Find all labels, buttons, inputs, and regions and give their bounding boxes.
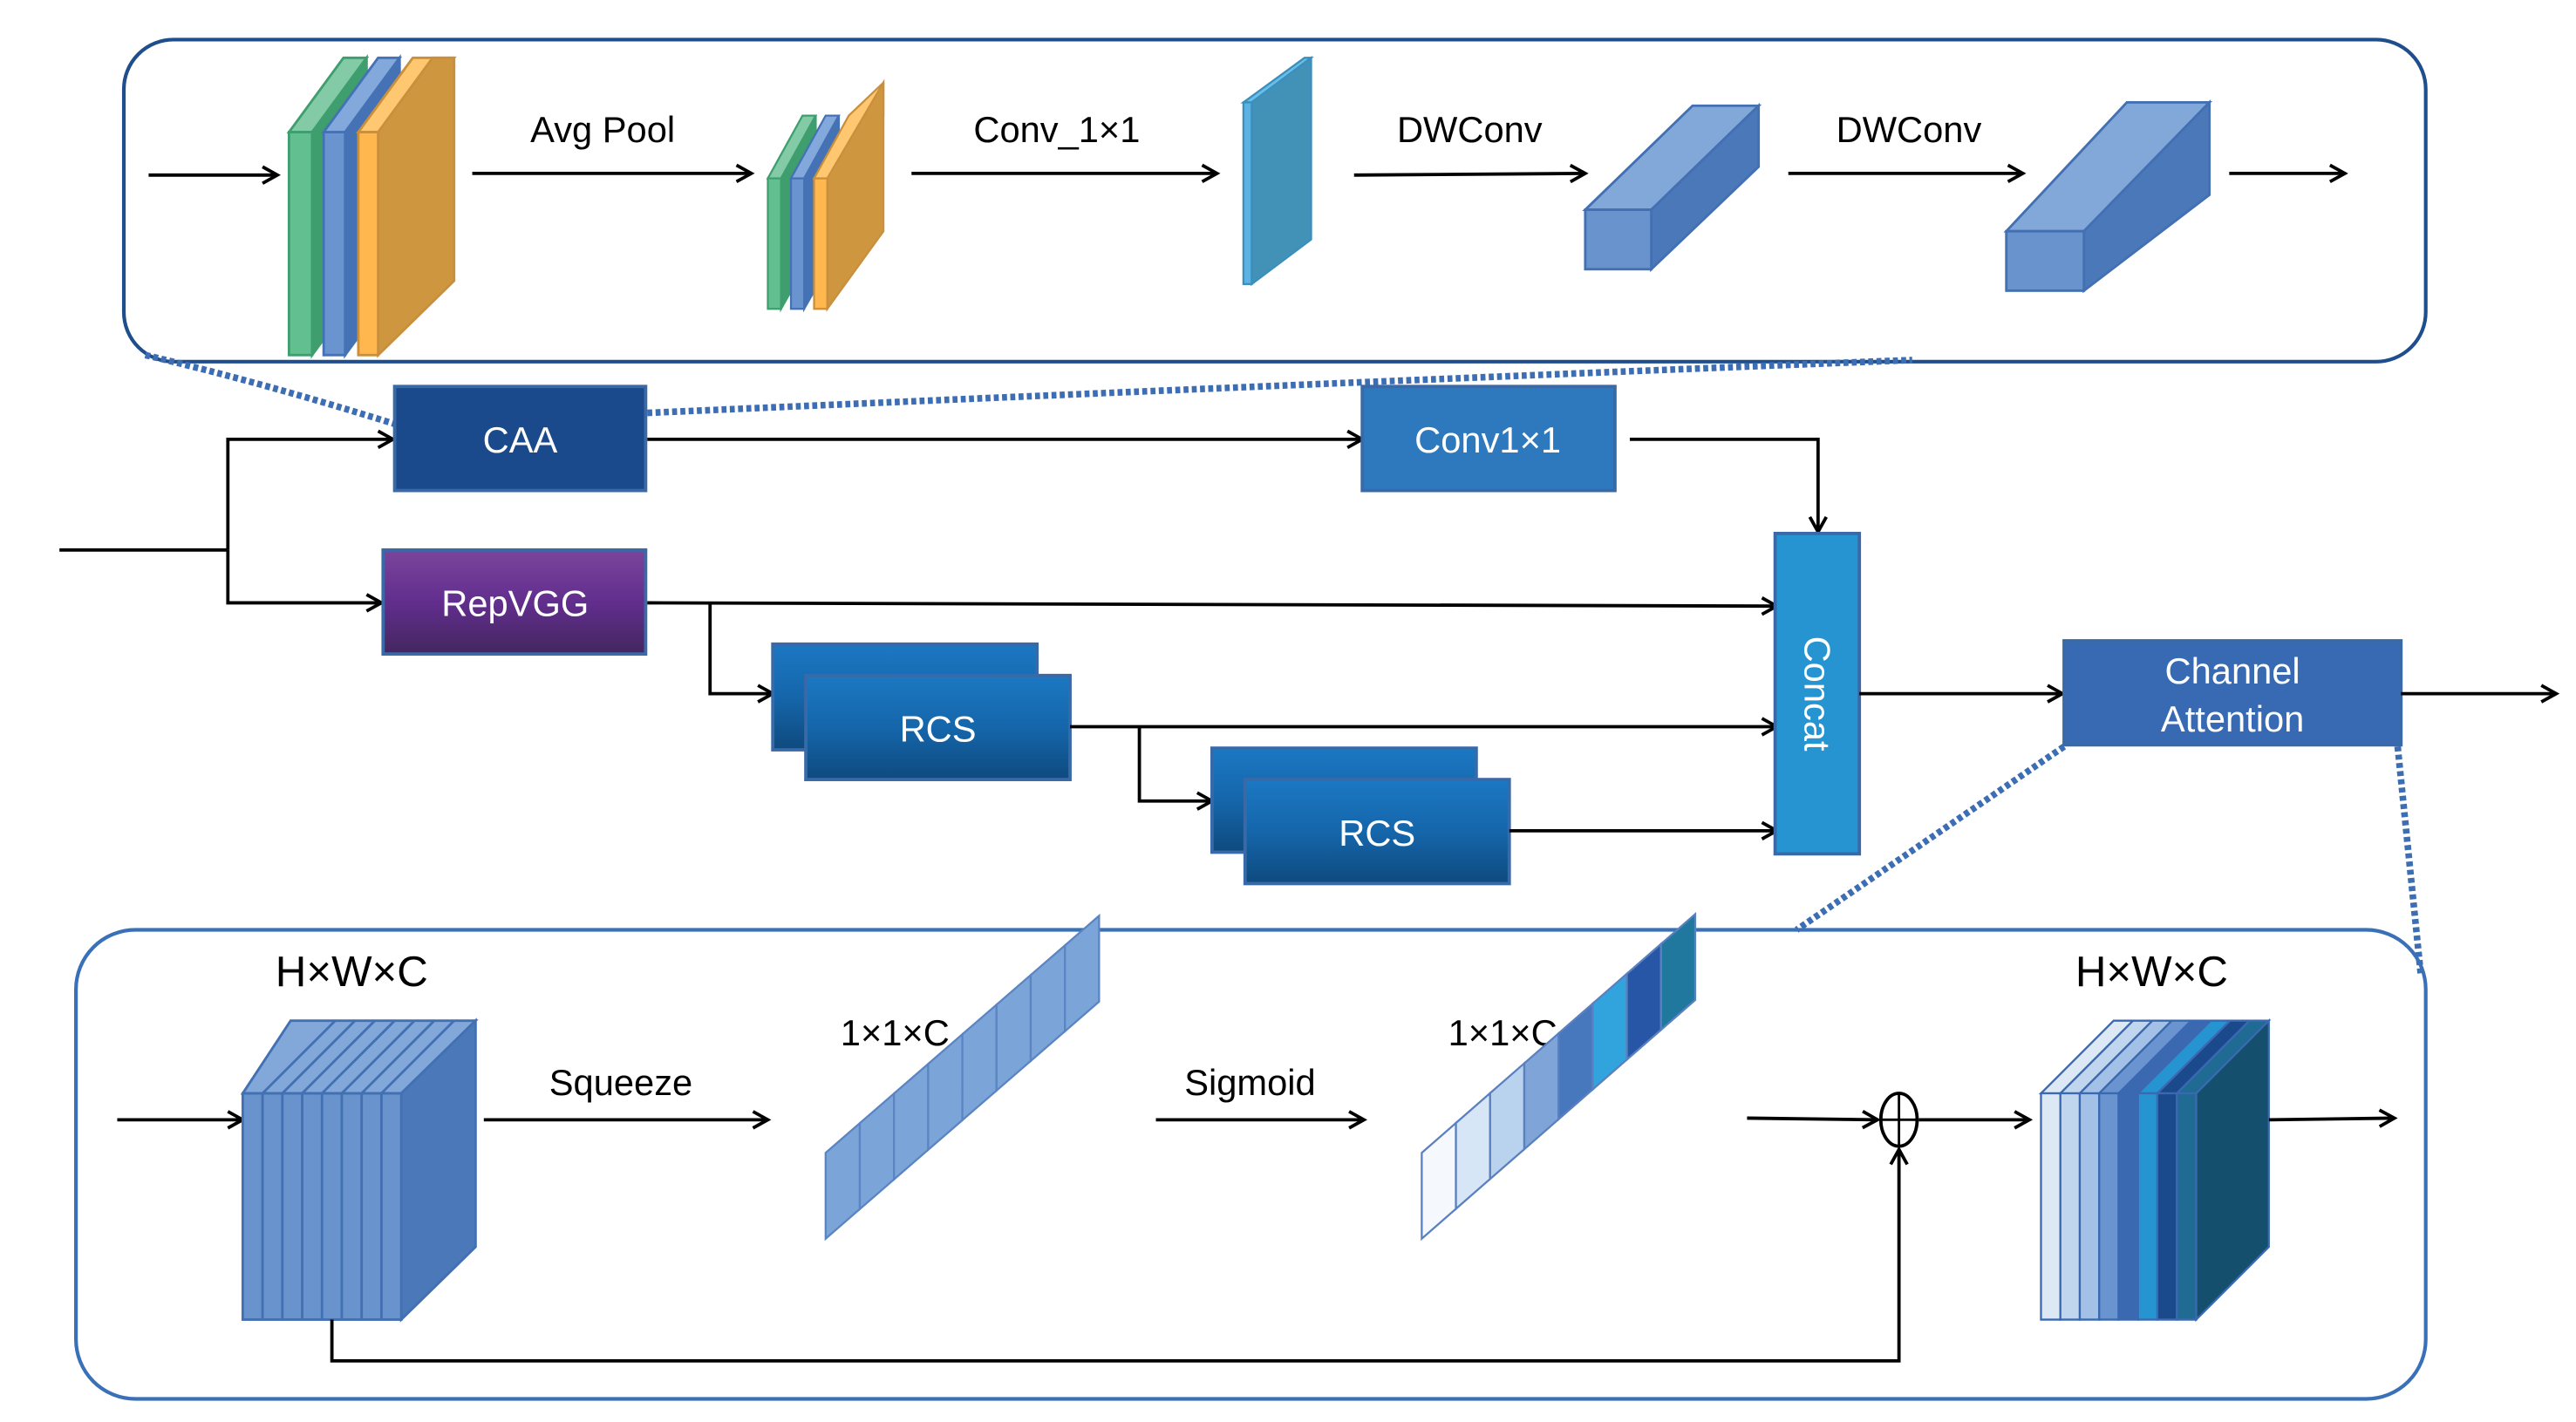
concat-block[interactable]: Concat xyxy=(1773,531,1862,856)
attention-output-arrow xyxy=(2268,1118,2395,1119)
caa-detail-panel: Avg Pool Conv_1×1 DWConv xyxy=(121,37,2428,364)
channel-cell xyxy=(858,1091,896,1212)
rcs1-to-rcs2-arrow xyxy=(1137,726,1212,800)
input-shape-label: H×W×C xyxy=(276,948,428,996)
attention-panel-border xyxy=(74,928,2428,1401)
dwconv-output-2-icon xyxy=(2003,99,2212,294)
squeezed-shape-label: 1×1×C xyxy=(841,1012,950,1053)
channel-weight-cell xyxy=(1489,1061,1526,1181)
channel-cell xyxy=(824,1120,862,1242)
elementwise-operator-icon xyxy=(1878,1092,1919,1148)
dwconv-1-label: DWConv xyxy=(1397,109,1543,150)
output-cube-channel-slice xyxy=(2078,1092,2101,1321)
repvgg-to-rcs1-arrow xyxy=(708,602,773,693)
output-cube-channel-slice xyxy=(2176,1092,2198,1321)
channel-cell xyxy=(961,1002,998,1123)
repvgg-block[interactable]: RepVGG xyxy=(381,548,648,657)
output-cube-channel-slice xyxy=(2156,1092,2178,1321)
channel-weight-cell xyxy=(1455,1091,1491,1212)
squeezed-vector-icon xyxy=(824,913,1101,1242)
channel-weight-cell xyxy=(1591,971,1628,1092)
weights-to-operator-arrow xyxy=(1747,1118,1877,1119)
dwconv-2-label: DWConv xyxy=(1837,109,1982,150)
weights-shape-label: 1×1×C xyxy=(1448,1012,1557,1053)
squeeze-label: Squeeze xyxy=(549,1062,692,1103)
repvgg-to-concat-arrow xyxy=(647,602,1776,606)
input-feature-cube-icon xyxy=(240,1017,479,1323)
skip-connection-arrow xyxy=(330,1149,1899,1363)
conv1x1-block[interactable]: Conv1×1 xyxy=(1360,384,1617,493)
output-cube-channel-slice xyxy=(2136,1092,2159,1321)
output-shape-label: H×W×C xyxy=(2075,948,2228,996)
output-cube-channel-slice xyxy=(2059,1092,2082,1321)
output-cube-channel-slice xyxy=(2040,1092,2061,1321)
pooled-feature-maps-icon xyxy=(766,78,885,313)
input-to-repvgg-arrow xyxy=(226,549,381,603)
channel-attention-label-line2: Attention xyxy=(2161,698,2304,739)
caa-zoom-connector-left xyxy=(144,351,398,428)
channel-attention-detail-panel: H×W×C Squeeze 1×1×C Sigmoid 1×1× xyxy=(74,911,2428,1401)
channel-weight-cell xyxy=(1421,1120,1457,1242)
conv1x1-block-label: Conv1×1 xyxy=(1414,419,1561,460)
output-cube-channel-slice xyxy=(2117,1092,2139,1321)
output-cube-channel-slice xyxy=(2098,1092,2120,1321)
channel-attention-label-line1: Channel xyxy=(2165,650,2300,691)
rcs-block-1-label: RCS xyxy=(900,709,977,750)
sigmoid-label: Sigmoid xyxy=(1184,1062,1315,1103)
channel-cell xyxy=(1064,913,1101,1034)
caa-block[interactable]: CAA xyxy=(392,384,648,493)
input-feature-maps-icon xyxy=(286,53,457,359)
conv-1x1-label: Conv_1×1 xyxy=(973,109,1140,150)
conv-to-concat-arrow xyxy=(1629,437,1818,532)
avg-pool-label: Avg Pool xyxy=(530,109,675,150)
dwconv-output-1-icon xyxy=(1582,102,1762,273)
caa-panel-border xyxy=(121,37,2428,364)
channel-cell xyxy=(995,972,1032,1093)
repvgg-block-label: RepVGG xyxy=(441,583,589,624)
rcs-block-1[interactable]: RCS xyxy=(771,642,1072,782)
channel-cell xyxy=(893,1061,930,1182)
attention-zoom-connector-left xyxy=(1795,744,2067,933)
channel-attention-block[interactable]: Channel Attention xyxy=(2062,639,2403,747)
conv-output-plate-icon xyxy=(1240,56,1314,287)
channel-weights-vector-icon xyxy=(1421,911,1697,1242)
channel-cell xyxy=(1029,942,1067,1064)
channel-weight-cell xyxy=(1557,1001,1594,1122)
rcs-block-2[interactable]: RCS xyxy=(1210,746,1511,886)
output-feature-cube-icon xyxy=(2038,1017,2272,1323)
channel-weight-cell xyxy=(1659,911,1697,1032)
concat-block-label: Concat xyxy=(1797,636,1838,752)
input-to-caa-arrow xyxy=(226,439,392,550)
channel-weight-cell xyxy=(1625,942,1662,1062)
dwconv-1-arrow xyxy=(1353,173,1585,175)
rcs-block-2-label: RCS xyxy=(1339,813,1415,854)
attention-zoom-connector-right xyxy=(2394,745,2424,976)
caa-block-label: CAA xyxy=(483,419,558,460)
caa-zoom-connector-right xyxy=(647,357,1912,417)
main-flow: CAA Conv1×1 RepVGG RCS RCS xyxy=(59,384,2556,886)
